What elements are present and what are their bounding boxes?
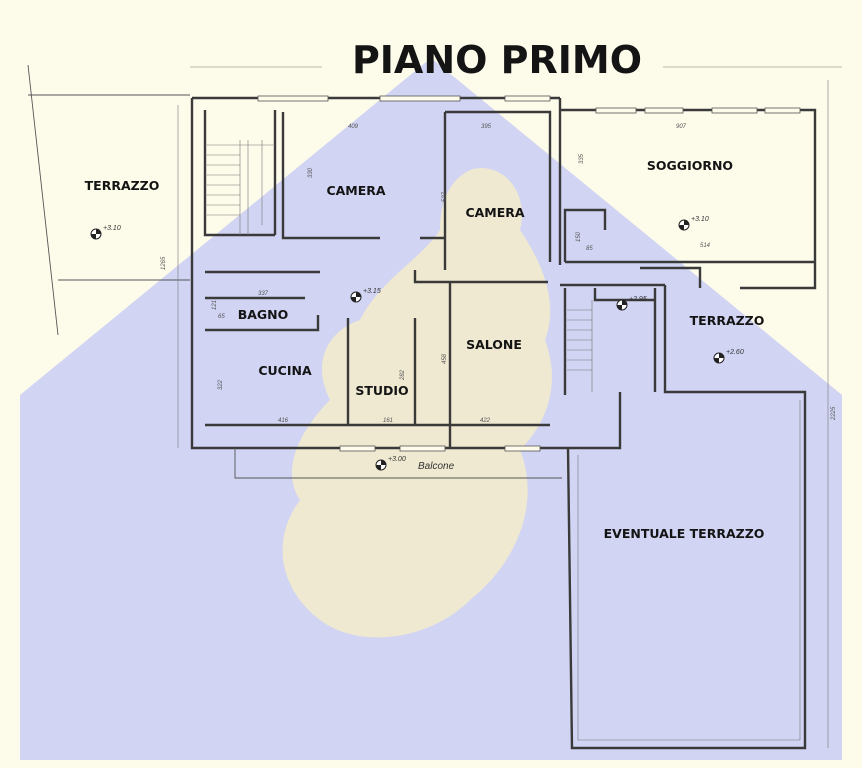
dim-left-height: 1265 bbox=[161, 256, 167, 270]
stairs-right bbox=[567, 300, 593, 392]
balcone-outline bbox=[234, 448, 562, 479]
room-salone: SALONE bbox=[466, 337, 522, 352]
level-marker-terrazzo-left: +3.10 bbox=[90, 225, 121, 240]
level-marker-stair-landing: +2.95 bbox=[616, 296, 647, 311]
page-title: PIANO PRIMO bbox=[352, 38, 642, 82]
dim-soggiorno-depth: 335 bbox=[579, 153, 585, 164]
dim-studio-width: 161 bbox=[383, 418, 393, 424]
room-camera-2: CAMERA bbox=[465, 205, 524, 220]
dim-camera-1-depth: 330 bbox=[308, 167, 314, 178]
dim-hall-width: 337 bbox=[258, 291, 269, 297]
eventuale-terrazzo-inner bbox=[577, 400, 801, 741]
level-marker-terrazzo-right: +2.60 bbox=[713, 349, 744, 364]
dim-cucina-depth: 322 bbox=[218, 379, 224, 390]
dim-cucina-width: 416 bbox=[278, 418, 289, 424]
room-studio: STUDIO bbox=[355, 383, 408, 398]
dim-bagno-depth: 121 bbox=[212, 300, 218, 310]
outer-walls bbox=[190, 96, 817, 750]
svg-text:+3.00: +3.00 bbox=[388, 456, 406, 463]
dim-camera-2-width: 395 bbox=[481, 124, 492, 130]
svg-text:+2.60: +2.60 bbox=[726, 349, 744, 356]
watermark-island bbox=[282, 168, 552, 638]
level-marker-hall: +3.15 bbox=[350, 288, 381, 303]
stairs-top bbox=[205, 140, 275, 235]
dim-soggiorno-bottom: 514 bbox=[700, 243, 711, 249]
room-soggiorno: SOGGIORNO bbox=[647, 158, 733, 173]
dim-salone-depth: 458 bbox=[442, 353, 448, 364]
level-marker-balcone: +3.00 bbox=[375, 456, 406, 471]
level-marker-soggiorno: +3.10 bbox=[678, 216, 709, 231]
dim-camera-1-width: 409 bbox=[348, 124, 359, 130]
windows bbox=[257, 95, 801, 452]
dim-right-height: 2225 bbox=[831, 406, 837, 421]
dim-soggiorno-sub: 150 bbox=[576, 231, 582, 242]
svg-text:+3.10: +3.10 bbox=[691, 216, 709, 223]
dim-bagno-h: 65 bbox=[218, 314, 225, 320]
svg-text:+2.95: +2.95 bbox=[629, 296, 647, 303]
dim-soggiorno-width: 907 bbox=[676, 124, 687, 130]
dim-camera-2-depth: 537 bbox=[442, 191, 448, 202]
room-bagno: BAGNO bbox=[238, 307, 289, 322]
room-terrazzo-right: TERRAZZO bbox=[690, 313, 765, 328]
interior-walls bbox=[203, 110, 815, 448]
room-eventuale-terrazzo: EVENTUALE TERRAZZO bbox=[604, 526, 765, 541]
dim-studio-depth: 282 bbox=[400, 369, 406, 381]
svg-text:+3.15: +3.15 bbox=[363, 288, 381, 295]
terrazzo-left-outline bbox=[27, 64, 190, 336]
svg-text:+3.10: +3.10 bbox=[103, 225, 121, 232]
room-camera-1: CAMERA bbox=[326, 183, 385, 198]
dim-soggiorno-step: 85 bbox=[586, 246, 593, 252]
room-cucina: CUCINA bbox=[258, 363, 312, 378]
room-terrazzo-left: TERRAZZO bbox=[85, 178, 160, 193]
dim-salone-width: 422 bbox=[480, 418, 491, 424]
balcone-label: Balcone bbox=[418, 461, 455, 472]
